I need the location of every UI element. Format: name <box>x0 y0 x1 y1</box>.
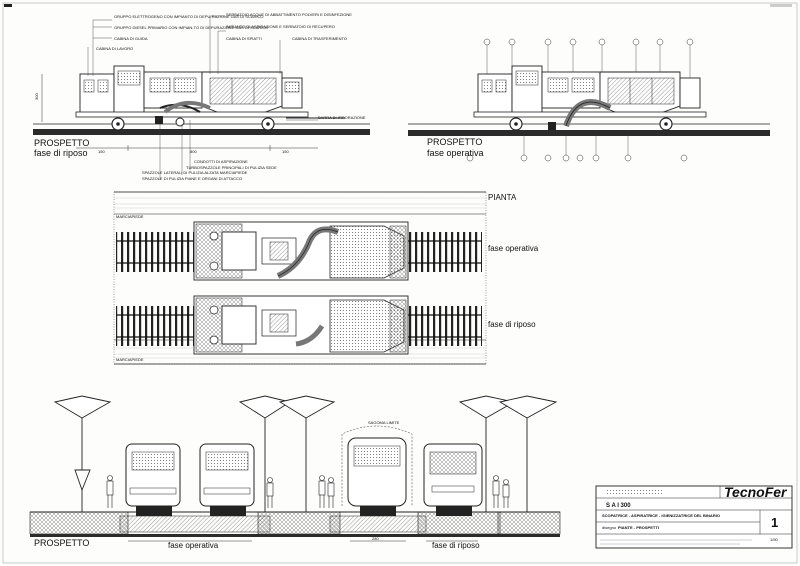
brand-logo: TecnoFer <box>724 484 788 500</box>
title-pianta: PIANTA <box>488 193 517 202</box>
label-condotti-aspirazione: CONDOTTI DI ASPIRAZIONE <box>194 159 248 164</box>
label-serbatoio-acque: SERBATOIO ACQUE DI ABBATTIMENTO POLVERI … <box>226 12 352 17</box>
side-brush <box>155 116 163 124</box>
ground-line <box>33 129 370 135</box>
label-marciapiede-top: MARCIAPIEDE <box>116 214 144 219</box>
title-prospetto-operativa: PROSPETTO <box>427 137 482 147</box>
label-section-riposo: fase di riposo <box>432 541 480 550</box>
train-front-3 <box>341 425 413 516</box>
label-impianto-aspirazione: IMPIANTO DI ASPIRAZIONE E SERBATOIO DI R… <box>226 24 335 29</box>
subtitle-fase-operativa: fase operativa <box>427 148 484 158</box>
train-front-4 <box>423 443 483 516</box>
label-gruppo-diesel: GRUPPO DIESEL PRIMARIO CON IMPIAN-TO DI … <box>114 25 268 30</box>
vehicle-body <box>75 65 345 119</box>
side-brush <box>548 122 556 130</box>
title-prospetto-bottom: PROSPETTO <box>34 538 89 548</box>
label-sagoma-limite: SAGOMA LIMITE <box>368 420 400 425</box>
platform-canopies <box>53 395 558 512</box>
elevation-rest-top: GRUPPO ELETTROGENO CON IMPIANTO DI DEPU-… <box>33 12 370 181</box>
label-cabina-lavoro: CABINA DI LAVORO <box>96 46 133 51</box>
scale-value: 1/50 <box>770 537 779 542</box>
ground-line <box>408 130 770 136</box>
label-cabina-trasferimento: CABINA DI TRASFERIMENTO <box>292 36 347 41</box>
vehicle-plan-rest <box>193 295 409 355</box>
plan-view: MARCIAPIEDE MARCIAPIEDE PIANTA <box>113 191 539 365</box>
label-plan-riposo: fase di riposo <box>488 320 536 329</box>
people-figures <box>106 475 510 508</box>
brush <box>175 117 185 127</box>
train-front-2 <box>199 443 255 516</box>
title-block: TecnoFer S A I 300 SCOPATRICE - ASPIRATR… <box>595 484 793 549</box>
corner-mark <box>770 4 792 7</box>
label-cabina-spiatti: CABINA DI SPIATTI <box>226 36 262 41</box>
label-gruppo-elettrogeno: GRUPPO ELETTROGENO CON IMPIANTO DI DEPU-… <box>114 14 264 19</box>
label-plan-operativa: fase operativa <box>488 244 539 253</box>
dim-rear: 150 <box>282 149 289 154</box>
label-turbospazzole: TURBOSPAZZOLE PRINCIPALI DI PULIZIA SEDE <box>186 165 277 170</box>
dim-front: 150 <box>98 149 105 154</box>
label-section-operativa: fase operativa <box>168 541 219 550</box>
label-spazzole-laterali: SPAZZOLE LATERALI DI PULIZIA ALZATA MARC… <box>142 170 248 175</box>
drawing-label: disegno <box>602 525 617 530</box>
drawing-name: PIANTE - PROSPETTI <box>618 525 659 530</box>
subtitle-fase-riposo: fase di riposo <box>34 148 88 158</box>
vehicle-plan-operating <box>193 221 409 281</box>
title-prospetto-riposo: PROSPETTO <box>34 138 89 148</box>
label-cabina-guida: CABINA DI GUIDA <box>114 36 148 41</box>
label-barra-irrorazione: BARRA DI IRRORAZIONE <box>318 115 366 120</box>
height-dimension: 300 <box>34 93 39 100</box>
train-front-1 <box>125 443 181 516</box>
elevation-operating-top: PROSPETTO fase operativa <box>408 38 770 162</box>
sheet-number: 1 <box>771 515 778 530</box>
cross-section-view: SAGOMA LIMITE 280 fase operativa fase di… <box>29 395 561 550</box>
label-spazzole-pulizia: SPAZZOLE DI PULIZIA PIANE E ORGANI DI AT… <box>142 176 242 181</box>
dim-280: 280 <box>372 536 379 541</box>
dim-middle: 800 <box>190 149 197 154</box>
label-marciapiede-bottom: MARCIAPIEDE <box>116 357 144 362</box>
machine-description: SCOPATRICE - ASPIRATRICE - IGIENIZZATRIC… <box>602 513 720 518</box>
model-name: S A I 300 <box>606 503 631 509</box>
corner-mark <box>4 4 12 7</box>
